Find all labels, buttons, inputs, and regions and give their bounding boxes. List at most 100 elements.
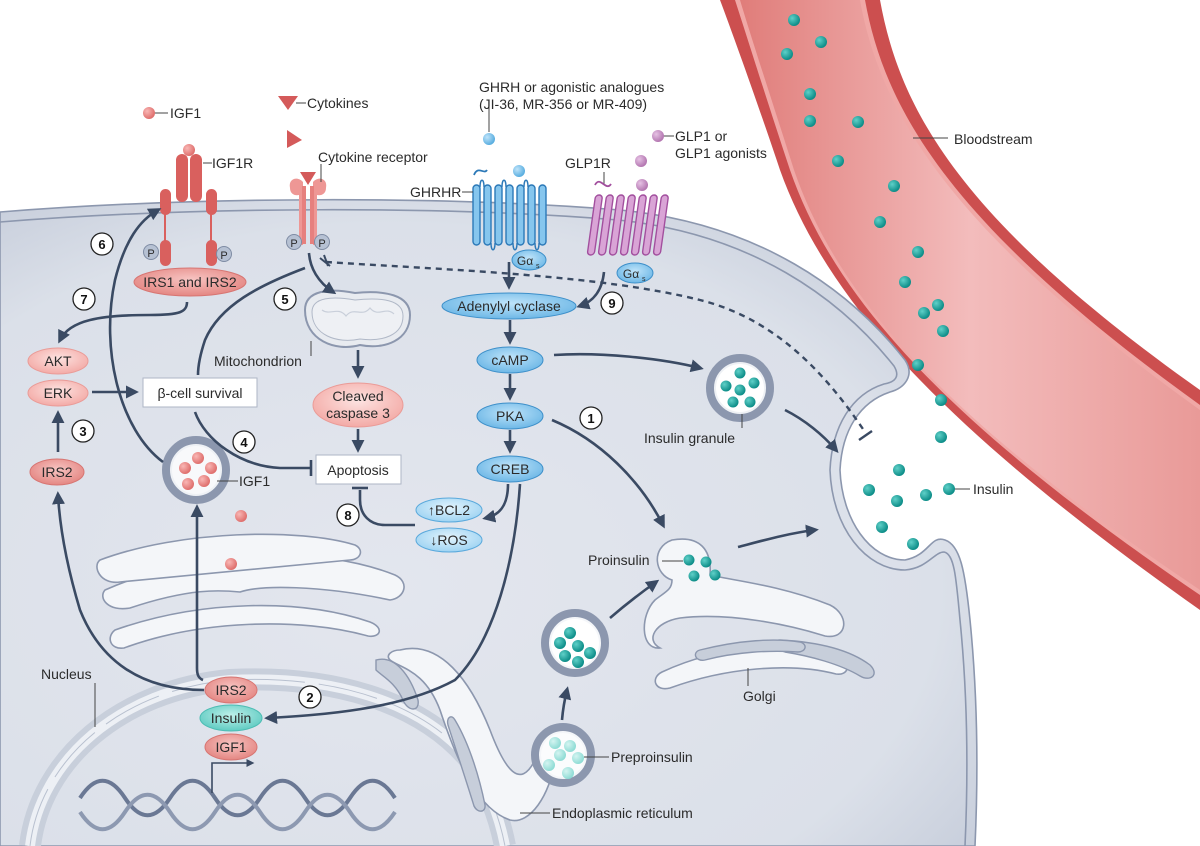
- svg-text:7: 7: [80, 292, 87, 307]
- step-badge-7[interactable]: 7: [72, 287, 96, 311]
- svg-text:ERK: ERK: [44, 385, 73, 401]
- svg-text:Gα: Gα: [623, 267, 639, 281]
- step-badge-8[interactable]: 8: [336, 503, 360, 527]
- golgi-to-membrane-arrow: [737, 524, 819, 549]
- svg-text:s: s: [536, 263, 540, 270]
- ghrhr-receptor: [472, 165, 547, 251]
- golgi-label: Golgi: [743, 688, 776, 704]
- svg-text:↑BCL2: ↑BCL2: [428, 502, 470, 518]
- adenylyl-cyclase-node: Adenylyl cyclase: [441, 292, 577, 320]
- secreted-insulin-dots: [863, 359, 955, 550]
- ghrh-label-line2: (JI-36, MR-356 or MR-409): [479, 96, 647, 112]
- svg-text:9: 9: [608, 296, 615, 311]
- arrow-7-irs-to-akt: [58, 301, 189, 344]
- er-cytoplasm: [96, 533, 362, 583]
- step-badge-5[interactable]: 5: [273, 287, 297, 311]
- svg-text:caspase 3: caspase 3: [326, 405, 390, 421]
- cytokine-receptor-label: Cytokine receptor: [318, 149, 428, 165]
- preproinsulin-label: Preproinsulin: [611, 749, 693, 765]
- arrow-9-glp1r-to-ac: [576, 271, 606, 310]
- svg-text:↓ROS: ↓ROS: [430, 532, 467, 548]
- svg-text:AKT: AKT: [44, 353, 72, 369]
- irs2-nucleus-node: IRS2: [204, 676, 258, 704]
- step-badge-3[interactable]: 3: [71, 419, 95, 443]
- arrow-4-survival-inhibits-apoptosis: [193, 411, 310, 470]
- inhibit-bar-cytokine: [319, 254, 331, 267]
- arrow-1-pka-to-golgi: [551, 418, 665, 529]
- cleaved-caspase3-node: Cleaved caspase 3: [312, 382, 404, 428]
- svg-text:PKA: PKA: [496, 408, 525, 424]
- arrow-6-igf1-secretion: [108, 208, 164, 464]
- svg-text:8: 8: [344, 508, 351, 523]
- beta-cell-survival-box: β-cell survival: [142, 377, 258, 408]
- glp1r-receptor: [586, 179, 669, 256]
- glp1-label-line1: GLP1 or: [675, 128, 727, 144]
- svg-text:IGF1: IGF1: [215, 739, 246, 755]
- igf1-free-dot-icon: [235, 510, 247, 522]
- er-label: Endoplasmic reticulum: [552, 805, 693, 821]
- svg-text:Cleaved: Cleaved: [332, 388, 383, 404]
- cytokine-free-icon: [287, 130, 302, 148]
- step-badge-2[interactable]: 2: [298, 685, 322, 709]
- svg-text:cAMP: cAMP: [491, 352, 528, 368]
- svg-text:Gα: Gα: [517, 254, 533, 268]
- svg-text:4: 4: [240, 435, 248, 450]
- svg-text:P: P: [220, 250, 227, 262]
- svg-text:Insulin: Insulin: [211, 710, 251, 726]
- pka-node: PKA: [476, 402, 544, 430]
- erk-node: ERK: [27, 379, 89, 407]
- inhibit-bar-dashed: [858, 430, 873, 441]
- svg-text:1: 1: [587, 411, 594, 426]
- bloodstream-insulin-dots: [781, 14, 949, 337]
- mitochondrion-label: Mitochondrion: [214, 353, 302, 369]
- glp1-label-line2: GLP1 agonists: [675, 145, 767, 161]
- step-badge-1[interactable]: 1: [579, 406, 603, 430]
- arrow-8-bcl2-inhibits-apoptosis: [358, 490, 415, 527]
- irs2-cytoplasm-node: IRS2: [29, 458, 85, 486]
- glp1r-label: GLP1R: [565, 155, 611, 171]
- cytokines-legend-label: Cytokines: [307, 95, 368, 111]
- insulin-label: Insulin: [973, 481, 1013, 497]
- insulin-granule: [706, 354, 774, 422]
- svg-text:3: 3: [79, 424, 86, 439]
- svg-text:s: s: [642, 276, 646, 283]
- svg-text:CREB: CREB: [491, 461, 530, 477]
- dna-helix-icon: [78, 778, 397, 832]
- ghrh-ligand-free-icon: [483, 133, 495, 145]
- svg-text:Adenylyl cyclase: Adenylyl cyclase: [457, 298, 561, 314]
- arrow-5-cytokine-to-survival: [196, 266, 306, 376]
- phospho-p-cytokine-left: P: [286, 234, 302, 250]
- transcription-start-arrow: [211, 759, 255, 793]
- step-badge-4[interactable]: 4: [232, 430, 256, 454]
- step-badge-9[interactable]: 9: [600, 291, 624, 315]
- nucleus-label: Nucleus: [41, 666, 92, 682]
- arrow-2-creb-to-nucleus: [264, 483, 522, 724]
- svg-text:IRS1 and IRS2: IRS1 and IRS2: [143, 274, 237, 290]
- gas-ghrhr-node: Gα s: [511, 249, 547, 271]
- svg-text:Apoptosis: Apoptosis: [327, 462, 388, 478]
- igf1-vesicle: [162, 436, 230, 504]
- igf1-free-dot-icon: [225, 558, 237, 570]
- phospho-p-igf1r-right: P: [216, 246, 232, 262]
- insulin-nucleus-node: Insulin: [199, 704, 263, 732]
- igf1r-label: IGF1R: [212, 155, 253, 171]
- svg-text:IRS2: IRS2: [41, 464, 72, 480]
- svg-text:β-cell survival: β-cell survival: [157, 385, 242, 401]
- endoplasmic-reticulum: [375, 647, 556, 822]
- ghrh-label-line1: GHRH or agonistic analogues: [479, 79, 664, 95]
- glp1-legend-icon: [652, 130, 664, 142]
- bcl2-node: ↑BCL2: [415, 497, 483, 523]
- phospho-p-igf1r-left: P: [143, 244, 159, 260]
- bloodstream-label: Bloodstream: [954, 131, 1033, 147]
- mitochondrion: [303, 289, 412, 348]
- camp-node: cAMP: [476, 346, 544, 374]
- irs1-irs2-node: IRS1 and IRS2: [133, 267, 247, 297]
- proinsulin-label: Proinsulin: [588, 552, 649, 568]
- preproinsulin-vesicle: [531, 723, 595, 787]
- ros-node: ↓ROS: [415, 527, 483, 553]
- apoptosis-box: Apoptosis: [315, 454, 402, 485]
- step-badge-6[interactable]: 6: [90, 232, 114, 256]
- preproinsulin-to-vesicle-arrow: [558, 686, 572, 721]
- dashed-cytokine-inhibits-secretion: [325, 260, 866, 433]
